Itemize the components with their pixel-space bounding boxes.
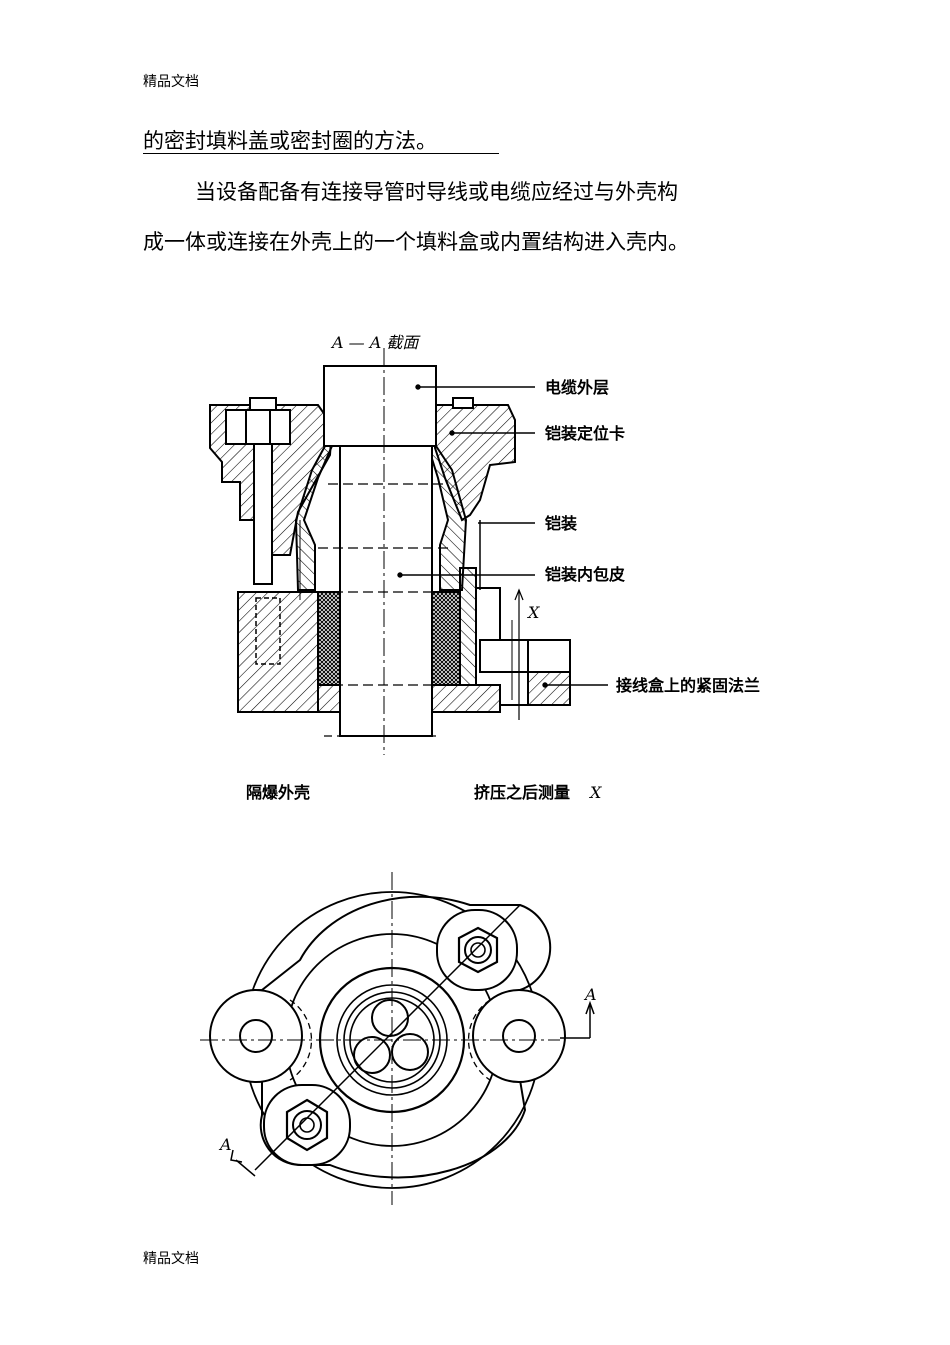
section-mark-left: A xyxy=(218,1135,232,1154)
label-enclosure: 隔爆外壳 xyxy=(246,783,310,802)
underline-rule xyxy=(143,153,499,154)
page-footer-label: 精品文档 xyxy=(143,1251,199,1267)
section-line-aa xyxy=(230,904,595,1177)
label-measure: 挤压之后测量 xyxy=(474,783,570,802)
label-x-dimension: X xyxy=(526,603,540,622)
label-cable-outer: 电缆外层 xyxy=(545,378,609,397)
section-view xyxy=(209,348,571,755)
leader-lines xyxy=(397,384,608,688)
plan-centerlines xyxy=(200,872,560,1205)
plan-view xyxy=(209,891,566,1189)
body-line-1: 的密封填料盖或密封圈的方法。 xyxy=(143,129,437,153)
label-armor-clamp: 铠装定位卡 xyxy=(544,424,625,443)
body-line-3: 成一体或连接在外壳上的一个填料盒或内置结构进入壳内。 xyxy=(143,230,689,254)
body-line-2: 当设备配备有连接导管时导线或电缆应经过与外壳构 xyxy=(195,180,678,204)
label-armor: 铠装 xyxy=(544,514,577,533)
section-title: A — A 截面 xyxy=(330,333,421,352)
label-measure-x: X xyxy=(588,783,602,802)
section-mark-right: A xyxy=(583,985,597,1004)
label-flange: 接线盒上的紧固法兰 xyxy=(616,676,760,695)
label-armor-inner: 铠装内包皮 xyxy=(544,565,625,584)
page-header-label: 精品文档 xyxy=(143,74,199,90)
